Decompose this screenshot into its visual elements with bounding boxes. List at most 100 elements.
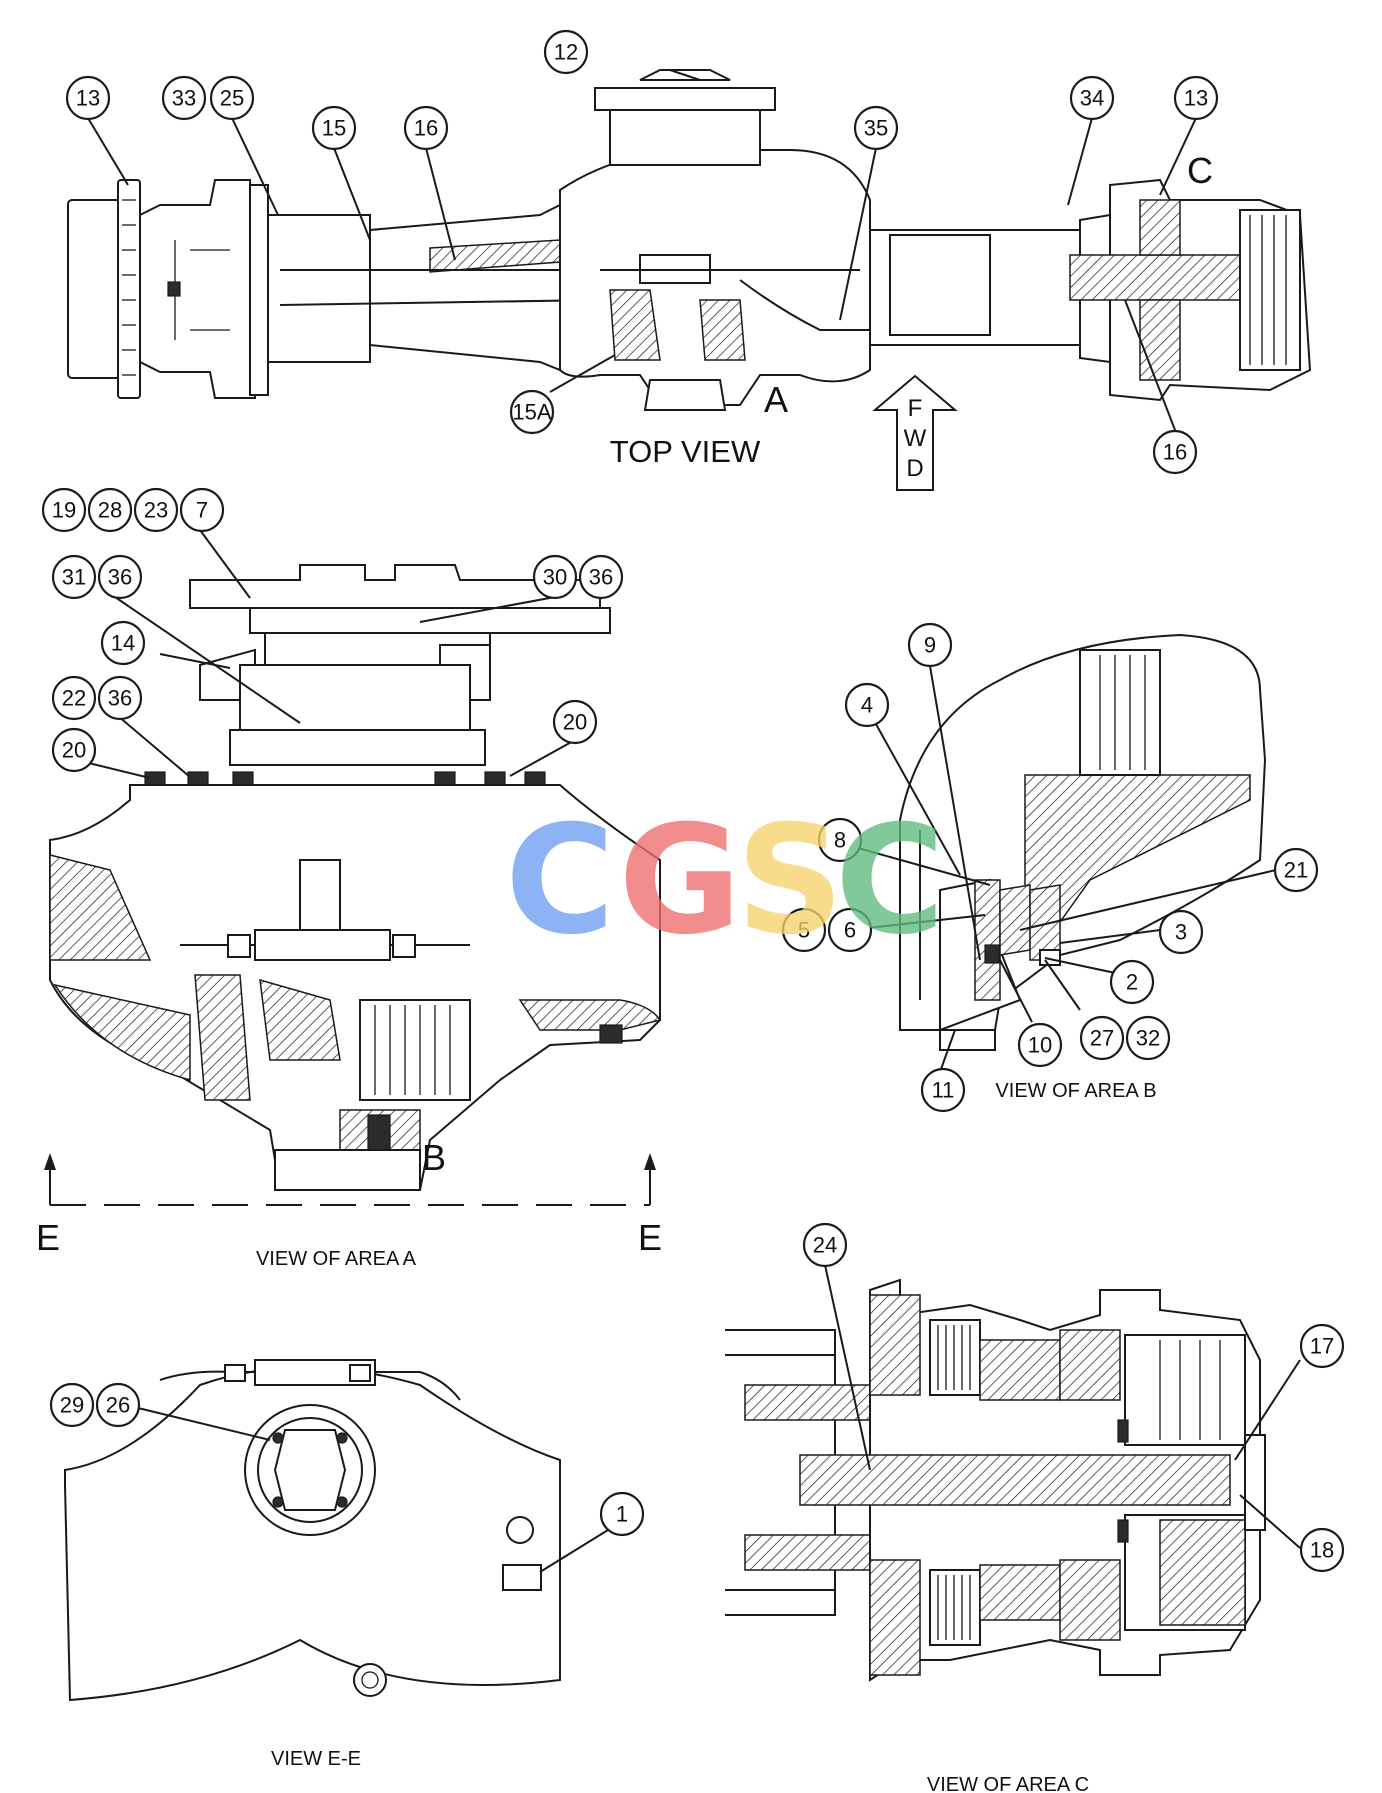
svg-text:27: 27 — [1090, 1026, 1114, 1051]
callout: 27 — [1079, 1015, 1125, 1061]
callout: 23 — [133, 487, 179, 533]
fwd-letter: D — [906, 455, 923, 482]
watermark-letter: G — [618, 794, 741, 968]
watermark-letter: C — [835, 794, 945, 968]
svg-text:29: 29 — [60, 1393, 84, 1418]
view-area-a-caption: VIEW OF AREA A — [256, 1248, 417, 1270]
svg-text:15: 15 — [322, 116, 346, 141]
callout: 4 — [844, 682, 890, 728]
area-a-marker: A — [764, 379, 788, 420]
callout: 22 — [51, 675, 97, 721]
callout: 36 — [97, 675, 143, 721]
callout: 9 — [907, 622, 953, 668]
section-e-right: E — [638, 1217, 662, 1258]
callout: 2 — [1109, 959, 1155, 1005]
callout: 10 — [1017, 1022, 1063, 1068]
callout: 16 — [403, 105, 449, 151]
svg-text:16: 16 — [414, 116, 438, 141]
svg-text:30: 30 — [543, 565, 567, 590]
view-area-b: VIEW OF AREA B 9 4 8 21 5 6 3 2 10 27 32… — [781, 622, 1319, 1113]
view-area-c: VIEW OF AREA C 24 17 18 — [725, 1222, 1345, 1793]
area-b-marker: B — [422, 1137, 446, 1178]
callout: 15A — [509, 389, 555, 435]
svg-text:36: 36 — [589, 565, 613, 590]
svg-text:36: 36 — [108, 686, 132, 711]
svg-text:17: 17 — [1310, 1334, 1334, 1359]
svg-text:24: 24 — [813, 1233, 837, 1258]
svg-text:1: 1 — [616, 1502, 628, 1527]
svg-text:16: 16 — [1163, 440, 1187, 465]
callout: 30 — [532, 554, 578, 600]
svg-text:20: 20 — [62, 738, 86, 763]
callout: 35 — [853, 105, 899, 151]
callout: 14 — [100, 620, 146, 666]
callout: 13 — [65, 75, 111, 121]
cgsc-watermark: C G S C — [505, 794, 945, 968]
view-area-c-caption: VIEW OF AREA C — [927, 1774, 1089, 1793]
callout: 34 — [1069, 75, 1115, 121]
callout: 36 — [578, 554, 624, 600]
fwd-letter: W — [904, 425, 927, 452]
callout: 31 — [51, 554, 97, 600]
area-c-marker: C — [1187, 150, 1213, 191]
callout: 17 — [1299, 1323, 1345, 1369]
callout: 20 — [51, 727, 97, 773]
svg-text:20: 20 — [563, 710, 587, 735]
svg-text:6: 6 — [844, 918, 856, 943]
section-e-left: E — [36, 1217, 60, 1258]
callout: 33 — [161, 75, 207, 121]
callout: 26 — [95, 1382, 141, 1428]
svg-text:5: 5 — [798, 918, 810, 943]
top-view-caption: TOP VIEW — [610, 434, 761, 469]
fwd-letter: F — [908, 395, 923, 422]
svg-text:34: 34 — [1080, 86, 1104, 111]
svg-text:2: 2 — [1126, 970, 1138, 995]
svg-text:4: 4 — [861, 693, 873, 718]
callout: 21 — [1273, 847, 1319, 893]
callout: 36 — [97, 554, 143, 600]
callout: 24 — [802, 1222, 848, 1268]
svg-text:15A: 15A — [512, 400, 551, 425]
view-area-b-caption: VIEW OF AREA B — [995, 1080, 1156, 1102]
callout: 32 — [1125, 1015, 1171, 1061]
svg-text:10: 10 — [1028, 1033, 1052, 1058]
callout: 19 — [41, 487, 87, 533]
callout: 13 — [1173, 75, 1219, 121]
svg-text:26: 26 — [106, 1393, 130, 1418]
callout: 6 — [827, 907, 873, 953]
svg-text:35: 35 — [864, 116, 888, 141]
callout: 20 — [552, 699, 598, 745]
watermark-letter: C — [505, 794, 615, 968]
callout: 1 — [599, 1491, 645, 1537]
watermark-letter: S — [736, 794, 844, 968]
callout: 29 — [49, 1382, 95, 1428]
svg-text:8: 8 — [834, 828, 846, 853]
callout: 16 — [1152, 429, 1198, 475]
svg-text:36: 36 — [108, 565, 132, 590]
callout: 18 — [1299, 1527, 1345, 1573]
svg-text:23: 23 — [144, 498, 168, 523]
svg-text:31: 31 — [62, 565, 86, 590]
callout: 7 — [179, 487, 225, 533]
callout: 3 — [1158, 909, 1204, 955]
callout: 12 — [543, 29, 589, 75]
view-e-e: VIEW E-E 29 26 1 — [49, 1359, 645, 1770]
svg-text:21: 21 — [1284, 858, 1308, 883]
svg-text:13: 13 — [76, 86, 100, 111]
callout: 25 — [209, 75, 255, 121]
svg-text:11: 11 — [932, 1078, 955, 1103]
svg-text:25: 25 — [220, 86, 244, 111]
svg-text:18: 18 — [1310, 1538, 1334, 1563]
svg-text:19: 19 — [52, 498, 76, 523]
view-e-e-caption: VIEW E-E — [271, 1748, 361, 1770]
svg-text:3: 3 — [1175, 920, 1187, 945]
svg-text:28: 28 — [98, 498, 122, 523]
fwd-arrow-label: F W D — [904, 395, 927, 482]
svg-text:12: 12 — [554, 40, 578, 65]
svg-text:22: 22 — [62, 686, 86, 711]
view-area-a: E E B VIEW OF AREA A 19 28 23 7 31 36 30… — [36, 487, 662, 1270]
svg-text:32: 32 — [1136, 1026, 1160, 1051]
callout: 5 — [781, 907, 827, 953]
callout: 15 — [311, 105, 357, 151]
